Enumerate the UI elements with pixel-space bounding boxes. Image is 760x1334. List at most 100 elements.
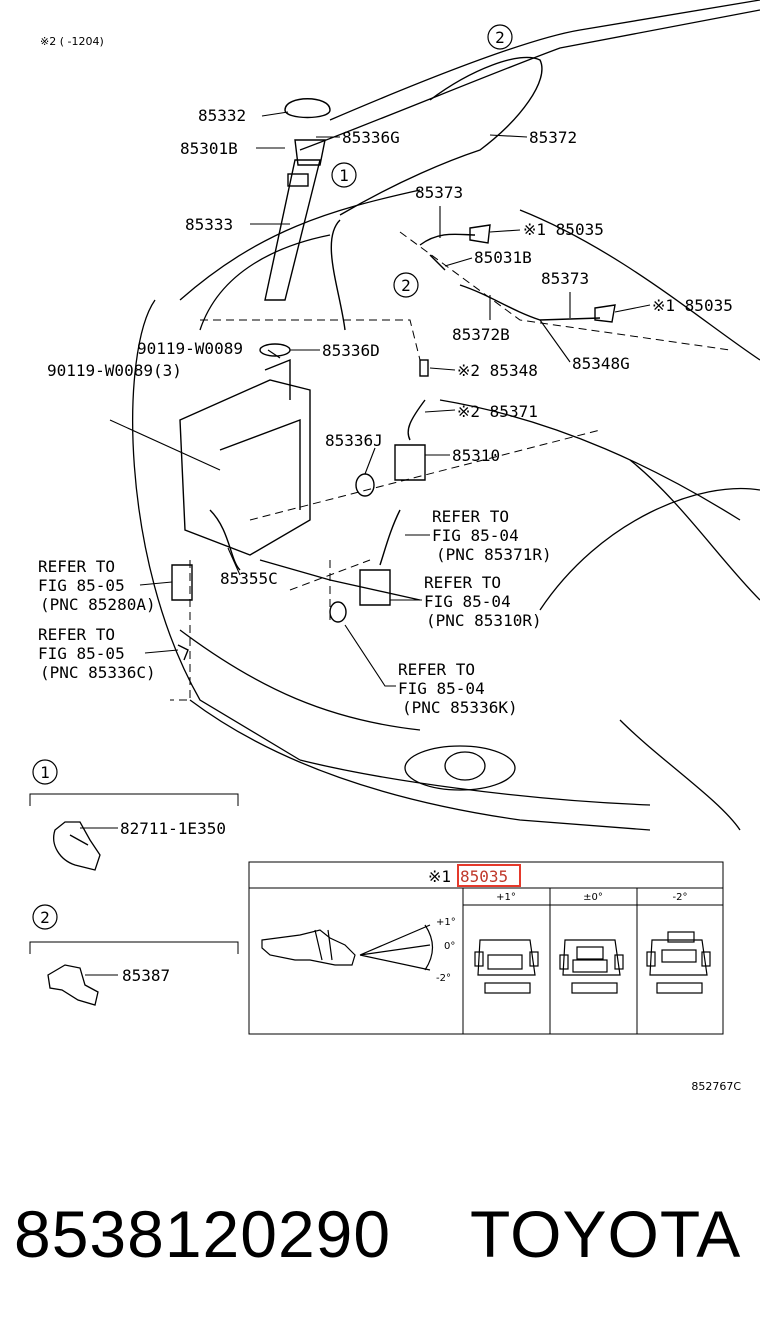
fog-lamp-inner — [444, 751, 486, 781]
dash-line-4 — [170, 560, 191, 701]
spray-lines — [359, 924, 431, 971]
detail2-bracket — [29, 941, 239, 954]
angle-table — [248, 861, 724, 1035]
svg-text:FIG 85-05: FIG 85-05 — [38, 576, 125, 595]
callout-circle-2b — [393, 272, 419, 298]
dash-line-5 — [200, 319, 421, 361]
nozzle-85035a — [469, 224, 491, 244]
svg-text:REFER TO: REFER TO — [398, 660, 475, 679]
svg-text:FIG 85-05: FIG 85-05 — [38, 644, 125, 663]
svg-text:(PNC 85336C): (PNC 85336C) — [40, 663, 156, 682]
wheel-arch — [539, 487, 760, 611]
tank-pipe — [209, 509, 241, 571]
pump-85310 — [394, 444, 426, 481]
svg-text:FIG 85-04: FIG 85-04 — [398, 679, 485, 698]
svg-text:REFER TO: REFER TO — [38, 557, 115, 576]
joint-85348 — [419, 359, 429, 377]
leader-90119b — [109, 419, 221, 471]
col-label-minus2: -2° — [673, 892, 688, 903]
svg-text:(PNC 85310R): (PNC 85310R) — [426, 611, 542, 630]
hose-85371 — [407, 399, 426, 441]
angle-plus1: +1° — [436, 917, 456, 928]
fender-line — [199, 234, 331, 331]
fog-lamp — [404, 745, 516, 791]
pump-rear — [359, 569, 391, 606]
leader-refer5 — [144, 649, 179, 654]
part-85348G: 85348G — [572, 354, 630, 373]
refer-block-85371R: REFER TO FIG 85-04 (PNC 85371R) — [432, 507, 552, 564]
leader-85348 — [429, 367, 456, 371]
svg-text:FIG 85-04: FIG 85-04 — [432, 526, 519, 545]
part-85310: 85310 — [452, 446, 500, 465]
leader-90119a — [267, 349, 281, 359]
part-90119b: 90119-W0089(3) — [47, 361, 182, 380]
leader-85035a — [489, 229, 521, 233]
table-header-prefix: ※1 — [428, 867, 451, 886]
grommet-85336J — [355, 473, 375, 497]
callout-label-top: 2 — [495, 28, 505, 47]
bumper-edge — [299, 759, 651, 806]
hood-outline — [329, 0, 760, 121]
dash-line-1 — [399, 231, 731, 351]
part-number-footer: 8538120290 — [14, 1197, 392, 1271]
filler-clip — [287, 173, 309, 187]
leader-85348G — [539, 319, 571, 363]
figure-code: 852767C — [691, 1080, 741, 1093]
detail2-part: 85387 — [122, 966, 170, 985]
refer-block-85280A: REFER TO FIG 85-05 (PNC 85280A) — [38, 557, 156, 614]
part-85373b: 85373 — [541, 269, 589, 288]
part-85355C: 85355C — [220, 569, 278, 588]
dash-line-6 — [289, 559, 371, 591]
part-85372B: 85372B — [452, 325, 510, 344]
refer-block-85310R: REFER TO FIG 85-04 (PNC 85310R) — [424, 573, 542, 630]
part-85348: ※2 85348 — [457, 361, 538, 380]
col-label-zero: ±0° — [583, 892, 603, 903]
svg-text:FIG 85-04: FIG 85-04 — [424, 592, 511, 611]
front-face — [132, 299, 301, 761]
part-85336G: 85336G — [342, 128, 400, 147]
svg-text:(PNC 85336K): (PNC 85336K) — [402, 698, 518, 717]
leader-85336J — [364, 447, 376, 475]
tank-side — [219, 418, 301, 510]
leader-85371 — [424, 409, 456, 413]
nozzle-85035b — [594, 304, 616, 323]
nozzle-side-view — [261, 929, 356, 966]
part-85333: 85333 — [185, 215, 233, 234]
body-lower — [439, 399, 741, 521]
highlight-box — [457, 864, 521, 887]
tank-bracket — [264, 358, 291, 400]
hose-85373 — [419, 233, 476, 246]
washer-tank — [179, 379, 311, 556]
angle-zero: 0° — [444, 941, 455, 952]
leader-85035b — [614, 304, 651, 313]
refer-block-85336K: REFER TO FIG 85-04 (PNC 85336K) — [398, 660, 518, 717]
filler-neck — [264, 159, 321, 301]
part-85373a: 85373 — [415, 183, 463, 202]
part-85371: ※2 85371 — [457, 402, 538, 421]
leader-85372 — [489, 134, 528, 138]
svg-text:(PNC 85371R): (PNC 85371R) — [436, 545, 552, 564]
body-curve-right — [519, 209, 760, 361]
table-header-part: 85035 — [460, 867, 508, 886]
refer-block-85336C: REFER TO FIG 85-05 (PNC 85336C) — [38, 625, 156, 682]
part-85035b: ※1 85035 — [652, 296, 733, 315]
part-85372: 85372 — [529, 128, 577, 147]
col-label-plus1: +1° — [496, 892, 516, 903]
callout-label-1: 1 — [339, 166, 349, 185]
angle-arc — [424, 924, 434, 971]
detail2-number: 2 — [40, 908, 50, 927]
hose-rear — [379, 509, 401, 566]
fender-curve — [179, 189, 421, 301]
brand-footer: TOYOTA — [470, 1197, 742, 1271]
clip-82711-drawing — [53, 821, 101, 871]
nozzle-front-plus1 — [474, 939, 539, 994]
callout-circle-1 — [331, 162, 357, 188]
front-edge — [629, 459, 760, 601]
svg-text:REFER TO: REFER TO — [432, 507, 509, 526]
callout-circle-top-2 — [487, 24, 513, 50]
washer-hose-85372 — [339, 56, 543, 216]
nozzle-front-minus2 — [646, 931, 711, 994]
detail1-part: 82711-1E350 — [120, 819, 226, 838]
leader-85355C — [227, 547, 241, 576]
detail-circle-2 — [32, 904, 58, 930]
